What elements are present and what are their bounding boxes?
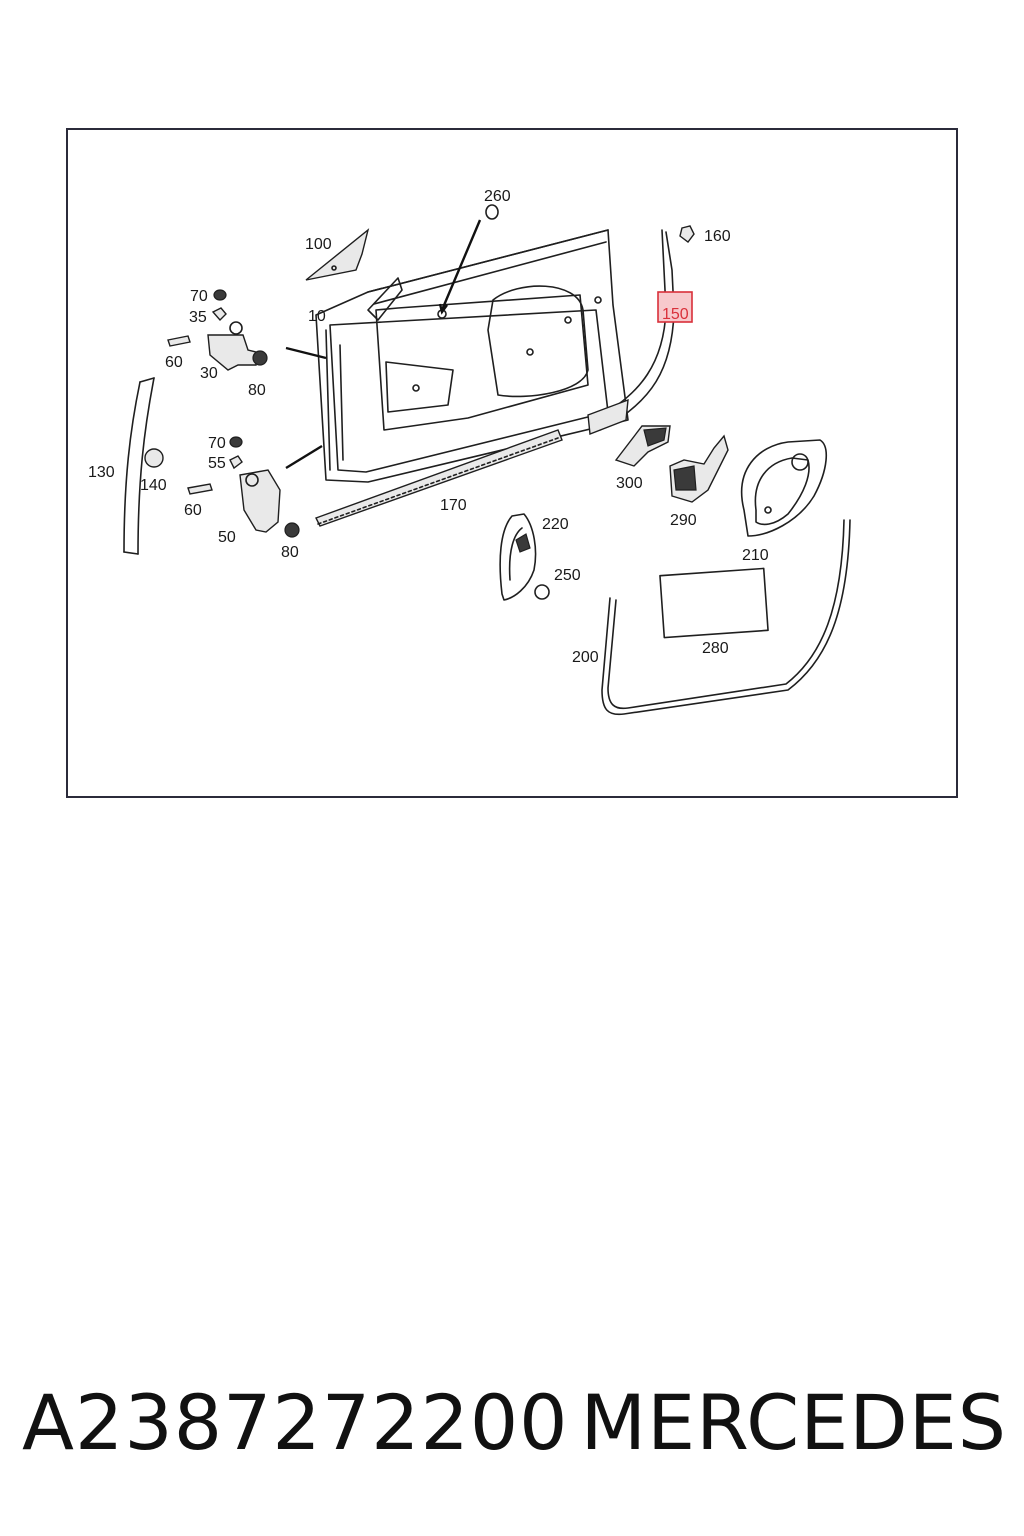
callout-300: 300	[616, 475, 643, 492]
mirror-sail	[367, 277, 403, 321]
callout-250: 250	[554, 567, 581, 584]
leader-lower-hinge	[285, 444, 323, 470]
belt-molding-170	[315, 429, 563, 527]
brand-name: MERCEDES	[580, 1377, 1007, 1467]
leader-260-arrow	[438, 303, 448, 315]
grommet-260	[485, 204, 499, 220]
part-number: A2387272200	[22, 1377, 569, 1467]
clip-160	[679, 225, 695, 243]
lower-hinge-50	[187, 436, 300, 538]
door-shell	[315, 229, 629, 483]
callout-290: 290	[670, 512, 697, 529]
leader-upper-hinge	[285, 346, 327, 360]
triangle-cover	[305, 228, 370, 281]
callout-220: 220	[542, 516, 569, 533]
callout-160: 160	[704, 228, 731, 245]
footer-caption: A2387272200 MERCEDES	[22, 1372, 1007, 1472]
callout-260: 260	[484, 188, 511, 205]
callout-50: 50	[218, 529, 236, 546]
callout-80-upper: 80	[248, 382, 266, 399]
callout-100: 100	[305, 236, 332, 253]
ring-250	[534, 584, 550, 600]
callout-200: 200	[572, 649, 599, 666]
callout-210: 210	[742, 547, 769, 564]
regulator-220	[499, 513, 537, 601]
label-280	[659, 567, 769, 639]
callout-30: 30	[200, 365, 218, 382]
callout-170: 170	[440, 497, 467, 514]
window-seal-200	[601, 519, 851, 716]
callout-60-upper: 60	[165, 354, 183, 371]
leader-260	[440, 219, 482, 311]
callout-150: 150	[662, 306, 689, 323]
callout-280: 280	[702, 640, 729, 657]
highlight-box-150	[657, 291, 693, 323]
callout-10: 10	[308, 308, 326, 325]
seal-strip-150	[587, 229, 675, 435]
latch-290	[669, 434, 729, 503]
callout-60-lower: 60	[184, 502, 202, 519]
inner-panel-210	[740, 439, 828, 537]
pillar-trim-130	[123, 377, 155, 555]
callout-70-lower: 70	[208, 435, 226, 452]
callout-55: 55	[208, 455, 226, 472]
diagram-frame: 260 100 160 70 35 10 150 60 30 80 70 55 …	[66, 128, 958, 798]
upper-hinge-30	[167, 289, 268, 371]
handle-300	[614, 425, 671, 467]
callout-140: 140	[140, 477, 167, 494]
callout-130: 130	[88, 464, 115, 481]
callout-35: 35	[189, 309, 207, 326]
door-parts-diagram: 260 100 160 70 35 10 150 60 30 80 70 55 …	[88, 188, 851, 716]
grommet-140	[144, 448, 164, 468]
callout-70-upper: 70	[190, 288, 208, 305]
callout-80-lower: 80	[281, 544, 299, 561]
